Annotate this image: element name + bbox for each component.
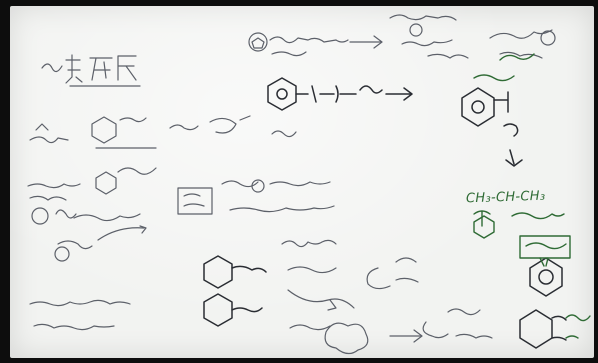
left-notes-row-3 [27, 167, 157, 262]
top-reaction-scheme [248, 14, 556, 59]
whiteboard [10, 6, 594, 358]
isopropyl-formula: CH₃-CH-CH₃ [465, 188, 546, 207]
benzene-chain [267, 77, 413, 111]
right-benzene [461, 87, 523, 167]
middle-lower-notes [281, 239, 419, 311]
board-glare [10, 6, 594, 358]
lower-benzene-rings [203, 255, 267, 327]
left-notes-row-2 [29, 115, 297, 149]
center-notes-row-3 [177, 179, 335, 215]
green-annotations [473, 53, 591, 339]
heading-scribble [41, 54, 141, 87]
right-lower-benzenes [519, 257, 567, 349]
bottom-row-notes [29, 299, 493, 355]
